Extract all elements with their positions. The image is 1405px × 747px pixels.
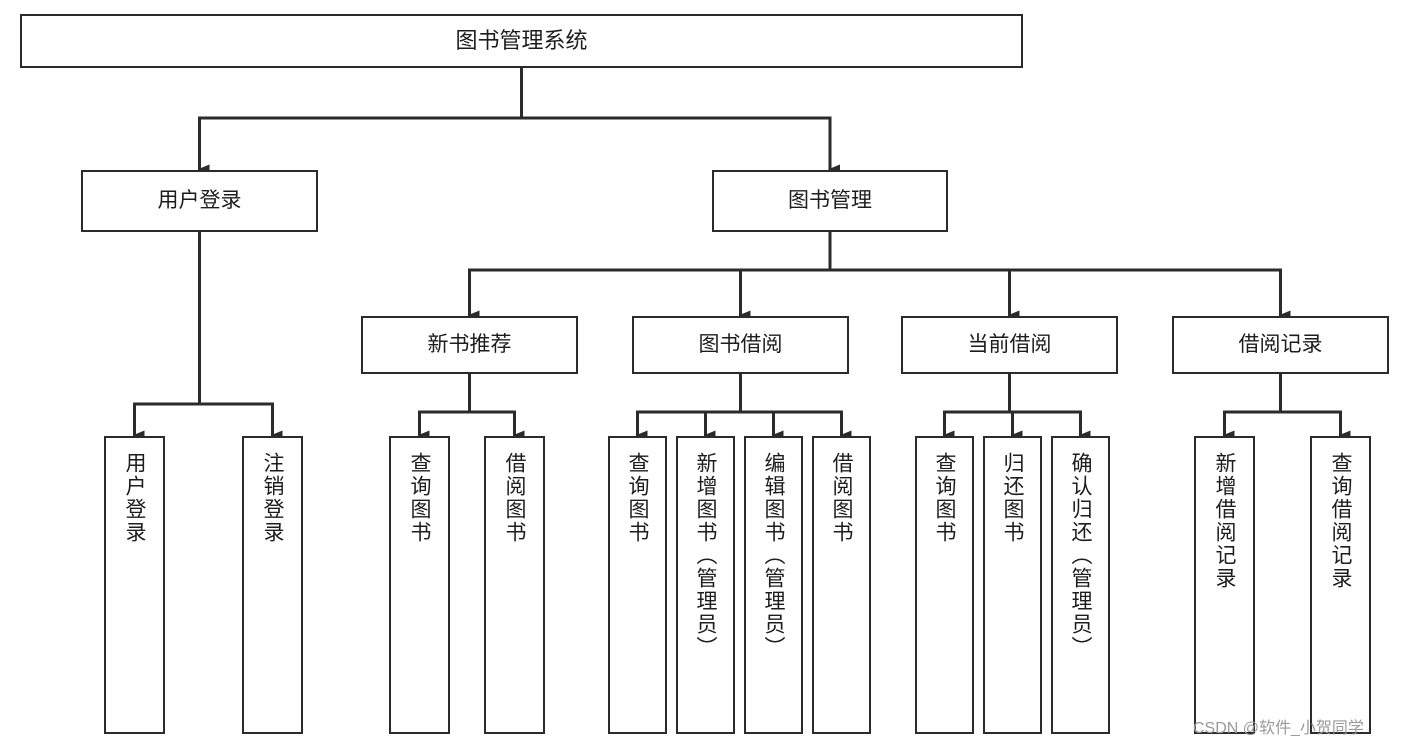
node-label: 用户登录 bbox=[157, 189, 242, 213]
node-label: 新增借阅记录 bbox=[1213, 452, 1236, 590]
node-label: 借阅图书 bbox=[503, 452, 526, 544]
node-label: 注销登录 bbox=[261, 452, 284, 544]
node-user-login-action[interactable]: 用户登录 bbox=[104, 436, 165, 734]
node-label: 归还图书 bbox=[1001, 452, 1024, 544]
node-label: 查询图书 bbox=[626, 452, 649, 544]
node-br-query-record[interactable]: 查询借阅记录 bbox=[1310, 436, 1371, 734]
node-bb-edit-book[interactable]: 编辑图书（管理员） bbox=[744, 436, 803, 734]
node-label: 编辑图书（管理员） bbox=[762, 452, 785, 659]
node-cb-confirm-return[interactable]: 确认归还（管理员） bbox=[1051, 436, 1110, 734]
node-label: 新书推荐 bbox=[427, 333, 512, 357]
node-book-management[interactable]: 图书管理 bbox=[712, 170, 948, 232]
node-bb-add-book[interactable]: 新增图书（管理员） bbox=[676, 436, 735, 734]
node-label: 借阅记录 bbox=[1238, 333, 1323, 357]
node-rec-borrow-book[interactable]: 借阅图书 bbox=[484, 436, 545, 734]
node-book-management-system[interactable]: 图书管理系统 bbox=[20, 14, 1023, 68]
node-bb-borrow-book[interactable]: 借阅图书 bbox=[812, 436, 871, 734]
node-rec-query-book[interactable]: 查询图书 bbox=[389, 436, 450, 734]
node-br-add-record[interactable]: 新增借阅记录 bbox=[1194, 436, 1255, 734]
node-label: 用户登录 bbox=[123, 452, 146, 544]
node-label: 查询图书 bbox=[408, 452, 431, 544]
node-label: 借阅图书 bbox=[830, 452, 853, 544]
node-new-book-recommendation[interactable]: 新书推荐 bbox=[361, 316, 578, 374]
node-label: 新增图书（管理员） bbox=[694, 452, 717, 659]
node-label: 当前借阅 bbox=[967, 333, 1052, 357]
node-cb-query-book[interactable]: 查询图书 bbox=[915, 436, 974, 734]
node-logout[interactable]: 注销登录 bbox=[242, 436, 303, 734]
node-label: 查询图书 bbox=[933, 452, 956, 544]
node-label: 查询借阅记录 bbox=[1329, 452, 1352, 590]
node-label: 图书管理 bbox=[788, 189, 872, 213]
node-borrow-record[interactable]: 借阅记录 bbox=[1172, 316, 1389, 374]
node-book-borrow[interactable]: 图书借阅 bbox=[632, 316, 849, 374]
node-label: 图书管理系统 bbox=[455, 27, 588, 53]
node-label: 确认归还（管理员） bbox=[1069, 452, 1092, 659]
node-cb-return-book[interactable]: 归还图书 bbox=[983, 436, 1042, 734]
node-label: 图书借阅 bbox=[698, 333, 783, 357]
node-bb-query-book[interactable]: 查询图书 bbox=[608, 436, 667, 734]
node-current-borrow[interactable]: 当前借阅 bbox=[901, 316, 1118, 374]
node-user-login[interactable]: 用户登录 bbox=[81, 170, 318, 232]
